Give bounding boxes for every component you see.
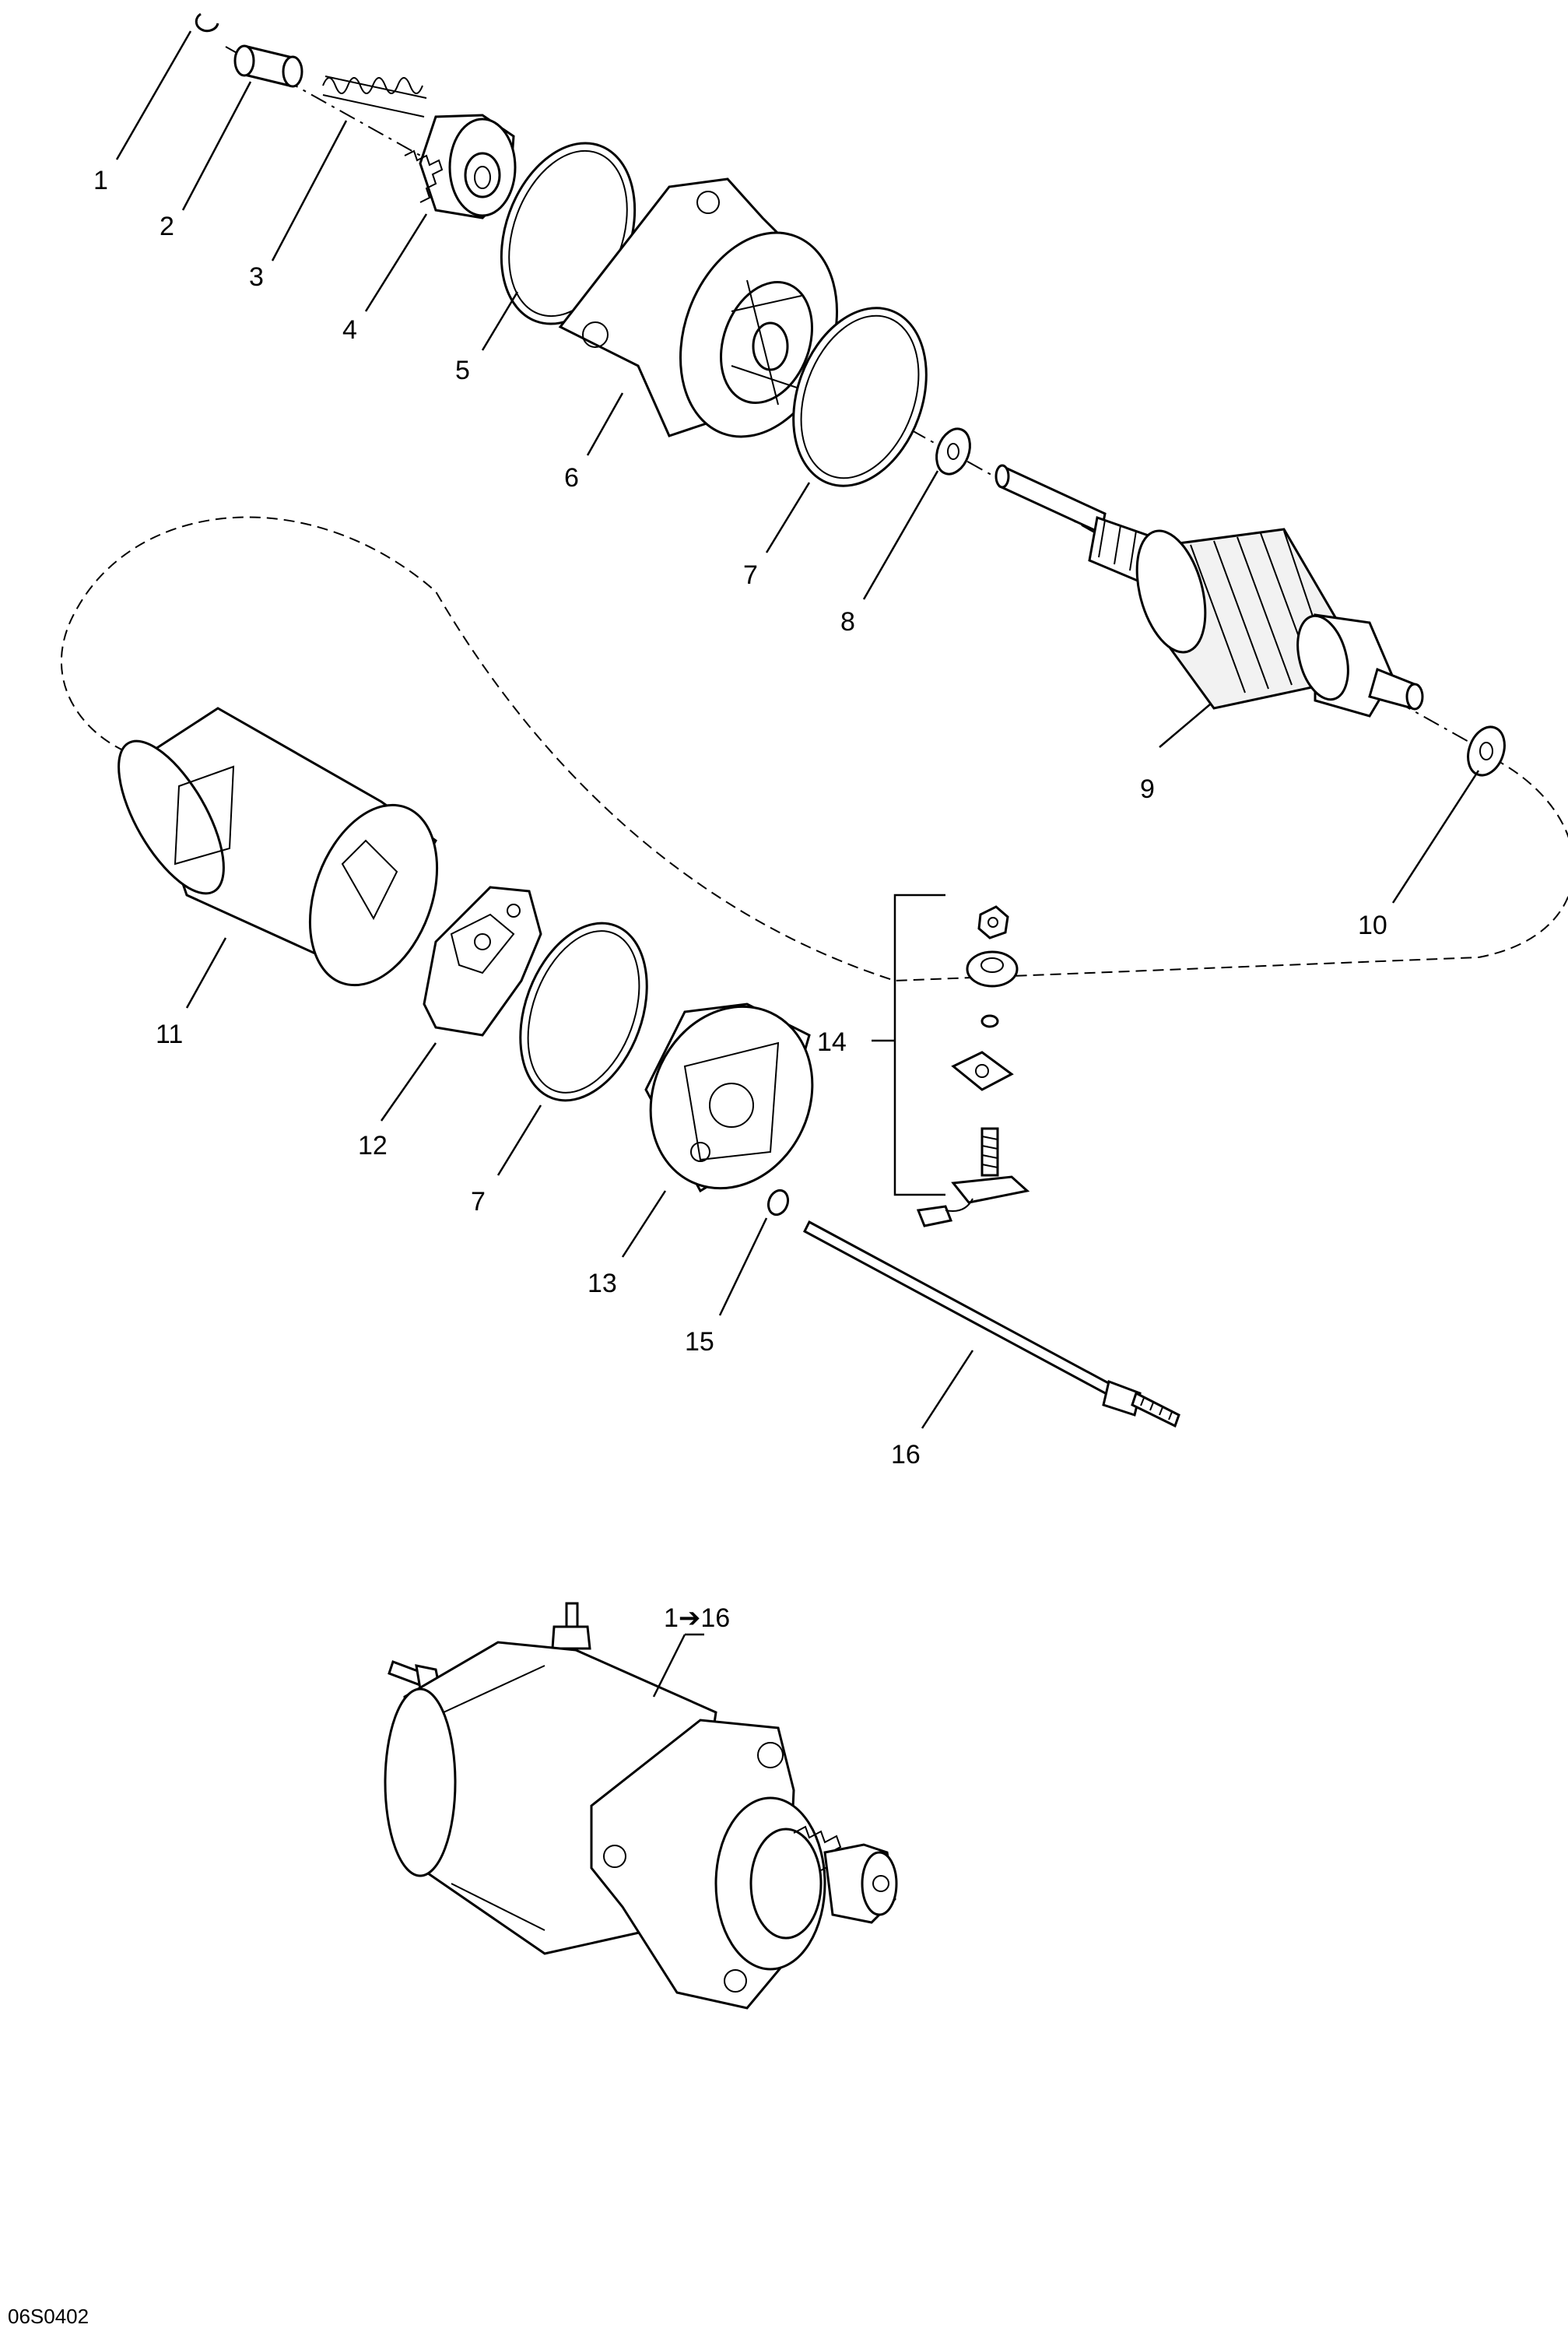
- callout-assembly-range: 1➔16: [664, 1603, 730, 1633]
- drawing-code: 06S0402: [8, 2305, 89, 2328]
- part-15-small-o-ring: [766, 1189, 790, 1217]
- part-12-brush-holder: [423, 886, 542, 1037]
- callout-15: 15: [685, 1327, 714, 1357]
- part-3-spring: [322, 75, 427, 118]
- callout-1: 1: [93, 166, 108, 195]
- part-16-through-bolt: [803, 1220, 1180, 1428]
- callout-5: 5: [455, 356, 470, 385]
- callout-10: 10: [1358, 911, 1387, 940]
- part-10-washer: [1467, 725, 1506, 777]
- assembly-path-dashed-loop: [61, 516, 1568, 982]
- part-8-washer: [935, 427, 971, 476]
- part-11-yoke-frame: [118, 707, 439, 987]
- callout-12: 12: [358, 1131, 388, 1160]
- assembled-starter-motor: [384, 1602, 898, 2010]
- callout-7-upper: 7: [743, 560, 758, 590]
- part-13-end-cover: [644, 1002, 814, 1193]
- callout-3: 3: [249, 262, 264, 292]
- part-1-circlip: [195, 12, 219, 33]
- callout-7-lower: 7: [471, 1187, 486, 1217]
- part-4-pinion-gear: [404, 114, 517, 219]
- callout-16: 16: [891, 1440, 921, 1469]
- callout-8: 8: [840, 607, 855, 637]
- part-7-o-ring-lower: [519, 922, 648, 1102]
- callout-11: 11: [156, 1020, 183, 1049]
- part-2-bushing: [233, 44, 303, 88]
- callout-6: 6: [564, 463, 579, 493]
- callout-leaders: [115, 30, 1480, 1698]
- callout-13: 13: [588, 1269, 617, 1298]
- callout-2: 2: [160, 212, 174, 241]
- part-9-armature: [994, 464, 1424, 718]
- callout-labels: 1 2 3 4 5 6 7 8 9 10 11 12 7 13 14 15 16…: [8, 166, 1387, 2328]
- callout-9: 9: [1140, 774, 1155, 804]
- part-7-o-ring-upper: [792, 307, 928, 487]
- callout-4: 4: [342, 315, 357, 345]
- callout-14: 14: [817, 1027, 847, 1057]
- part-14-terminal-kit: [872, 894, 1030, 1227]
